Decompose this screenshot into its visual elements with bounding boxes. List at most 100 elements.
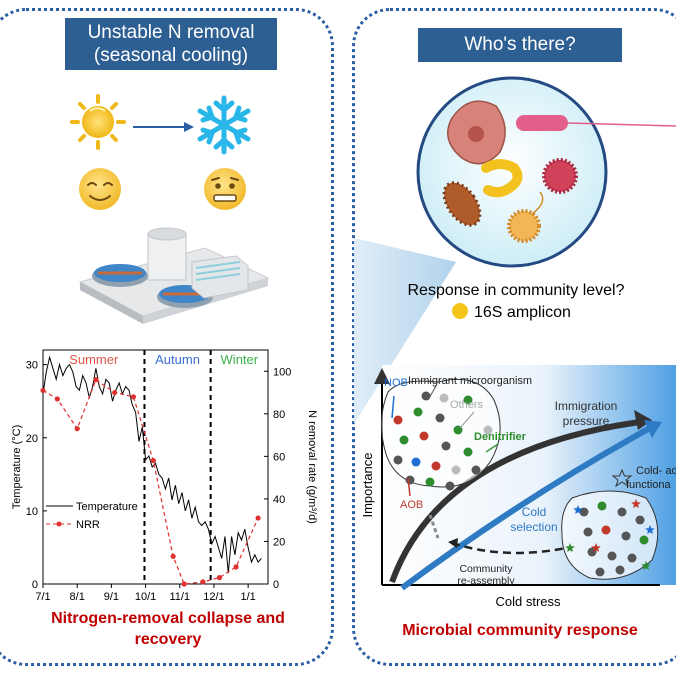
microbe-dot bbox=[411, 457, 421, 467]
microbe-dot bbox=[413, 407, 423, 417]
y-right-tick-label: 100 bbox=[273, 366, 291, 378]
label-immigrant: Immigrant microorganism bbox=[408, 375, 532, 387]
nrr-point bbox=[150, 458, 156, 464]
microbe-dot bbox=[621, 531, 631, 541]
microbe-dot bbox=[421, 391, 431, 401]
microbe-dot bbox=[439, 393, 449, 403]
y-left-tick-label: 30 bbox=[26, 360, 38, 372]
cold-adapted-star-icon bbox=[611, 468, 633, 488]
x-tick-label: 7/1 bbox=[35, 591, 50, 603]
chart-frame bbox=[42, 349, 269, 585]
happy-face-icon bbox=[79, 168, 121, 210]
nrr-point bbox=[112, 389, 118, 396]
microbe-dot bbox=[451, 465, 461, 475]
left-caption: Nitrogen-removal collapse and recovery bbox=[6, 608, 330, 650]
label-aob: AOB bbox=[400, 499, 423, 511]
immigrant-community bbox=[380, 378, 501, 491]
legend-temperature: Temperature bbox=[76, 501, 138, 513]
worried-face-icon bbox=[204, 168, 246, 210]
snowflake-icon bbox=[197, 95, 251, 155]
nrr-point bbox=[54, 396, 60, 402]
y-right-tick-label: 0 bbox=[273, 579, 279, 591]
cold-adapted-star bbox=[565, 543, 575, 552]
cold-adapted-star bbox=[591, 543, 601, 552]
label-nob: NOB bbox=[384, 377, 408, 389]
amplicon-dot bbox=[452, 303, 468, 319]
microbe-dot bbox=[399, 435, 409, 445]
nrr-point bbox=[181, 581, 187, 587]
microbe-dot bbox=[441, 441, 451, 451]
importance-axes bbox=[374, 368, 660, 586]
cold-adapted-star bbox=[641, 561, 651, 570]
nrr-point bbox=[233, 564, 239, 570]
label-others: Others bbox=[450, 399, 484, 411]
nrr-point bbox=[74, 426, 80, 432]
y-left-tick-label: 10 bbox=[26, 506, 38, 518]
cold-selection-arrow bbox=[400, 425, 652, 591]
microbe-dot bbox=[607, 551, 617, 561]
microbe-dot bbox=[627, 553, 637, 563]
cold-adapted-star bbox=[645, 525, 655, 534]
microbe-dot bbox=[483, 425, 493, 435]
right-caption: Microbial community response bbox=[402, 622, 638, 639]
microbe-dot bbox=[471, 465, 481, 475]
temperature-line bbox=[42, 355, 262, 574]
legend-nrr: NRR bbox=[76, 519, 100, 531]
nrr-point bbox=[130, 394, 137, 400]
microbe-circle bbox=[416, 76, 676, 268]
season-label-winter: Winter bbox=[221, 352, 259, 367]
nrr-point bbox=[200, 579, 206, 585]
y-right-tick-label: 20 bbox=[273, 536, 285, 548]
microbe-dot bbox=[601, 525, 611, 535]
amplicon-label: 16S amplicon bbox=[474, 304, 571, 321]
microbe-dot bbox=[445, 481, 455, 491]
y-left-tick-label: 20 bbox=[26, 433, 38, 445]
microbe-dot bbox=[463, 395, 473, 405]
left-panel bbox=[0, 8, 334, 666]
left-title: Unstable N removal (seasonal cooling) bbox=[65, 18, 277, 70]
chart-legend: Temperature NRR bbox=[46, 501, 138, 531]
microbe-dot bbox=[635, 515, 645, 525]
cold-adapted-star bbox=[573, 505, 583, 514]
left-title-line1: Unstable N removal bbox=[87, 22, 255, 43]
left-caption-line2: recovery bbox=[134, 631, 202, 648]
community-question: Response in community level? bbox=[408, 282, 625, 299]
left-title-line2: (seasonal cooling) bbox=[93, 45, 249, 66]
season-label-summer: Summer bbox=[69, 352, 119, 367]
cold-adapted-star bbox=[631, 499, 641, 508]
microbe-dot bbox=[617, 507, 627, 517]
nrr-point bbox=[170, 553, 176, 559]
axis-cold-stress: Cold stress bbox=[495, 594, 561, 609]
right-title: Who's there? bbox=[418, 28, 622, 62]
nrr-point bbox=[216, 575, 223, 581]
cold-adapted-community bbox=[561, 490, 659, 580]
label-denitrifier: Denitrifier bbox=[474, 431, 527, 443]
microbe-dot bbox=[393, 415, 403, 425]
treatment-plant-icon bbox=[78, 227, 270, 324]
microbe-dot bbox=[393, 455, 403, 465]
nrr-point bbox=[255, 515, 261, 521]
x-tick-label: 9/1 bbox=[104, 591, 119, 603]
microbe-dot bbox=[579, 507, 589, 517]
nrr-point bbox=[40, 387, 46, 394]
microbe-dot bbox=[639, 535, 649, 545]
microbe-dot bbox=[583, 527, 593, 537]
microbe-dot bbox=[463, 447, 473, 457]
microbe-dot bbox=[615, 565, 625, 575]
left-caption-line1: Nitrogen-removal collapse and bbox=[51, 610, 285, 627]
nrr-line bbox=[42, 378, 259, 585]
microbe-dot bbox=[419, 431, 429, 441]
right-panel bbox=[352, 8, 676, 666]
y-axis-right-label: N removal rate (g/m³/d) bbox=[306, 410, 318, 524]
immigration-arrow bbox=[389, 419, 641, 584]
x-tick-label: 8/1 bbox=[70, 591, 85, 603]
microbe-dot bbox=[431, 461, 441, 471]
reassembly-arrow bbox=[451, 541, 567, 555]
y-right-tick-label: 40 bbox=[273, 494, 285, 506]
y-right-tick-label: 60 bbox=[273, 451, 285, 463]
